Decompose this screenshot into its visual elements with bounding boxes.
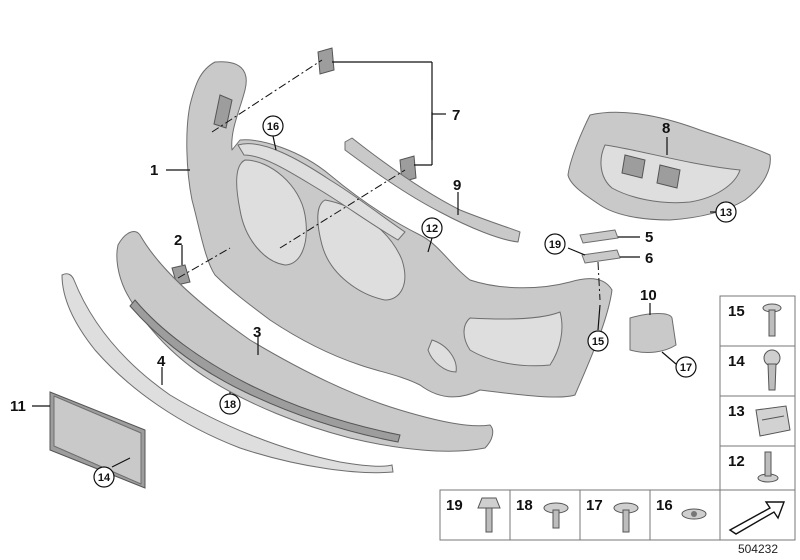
license-plate-base[interactable] — [49, 391, 146, 489]
fastener-box-19: 19 — [439, 489, 511, 541]
svg-text:16: 16 — [656, 497, 673, 514]
grille-carrier-frame[interactable] — [237, 143, 406, 241]
callout-12: 12 — [421, 217, 443, 239]
callout-15: 15 — [587, 330, 609, 352]
leader-lines — [32, 59, 716, 468]
callout-13: 13 — [715, 201, 737, 223]
svg-text:16: 16 — [267, 121, 279, 133]
svg-text:18: 18 — [516, 497, 533, 514]
bolt-icon — [543, 502, 569, 529]
reference-number: 504232 — [737, 542, 778, 556]
screw-icon — [763, 349, 781, 391]
label-9: 9 — [453, 177, 461, 194]
svg-text:19: 19 — [549, 239, 561, 251]
label-1: 1 — [150, 162, 158, 179]
support-frame[interactable] — [567, 111, 771, 221]
svg-text:17: 17 — [586, 497, 603, 514]
fastener-box-14: 14 — [719, 345, 796, 397]
chrome-trim-strip[interactable] — [61, 273, 394, 474]
svg-text:19: 19 — [446, 497, 463, 514]
lower-spoiler[interactable] — [116, 231, 494, 452]
label-10: 10 — [640, 287, 657, 304]
bracket-6[interactable] — [581, 249, 621, 264]
label-2: 2 — [174, 232, 182, 249]
bolt-icon — [477, 497, 501, 533]
label-8: 8 — [662, 120, 670, 137]
fastener-box-12: 12 — [719, 445, 796, 491]
screw-icon — [757, 451, 779, 483]
screw-icon — [762, 303, 782, 337]
bracket-5[interactable] — [579, 229, 619, 244]
svg-text:13: 13 — [728, 403, 745, 420]
nut-icon — [681, 508, 707, 520]
clip-nut-icon — [755, 405, 791, 437]
fastener-box-18: 18 — [509, 489, 581, 541]
fastener-box-16: 16 — [649, 489, 721, 541]
callout-18: 18 — [219, 393, 241, 415]
callout-17: 17 — [675, 356, 697, 378]
label-4: 4 — [157, 353, 166, 370]
direction-arrow-icon — [728, 501, 786, 535]
svg-text:12: 12 — [426, 223, 438, 235]
upper-support-strip[interactable] — [344, 137, 521, 243]
fastener-box-15: 15 — [719, 295, 796, 347]
bracket-upper[interactable] — [317, 47, 335, 75]
fastener-box-13: 13 — [719, 395, 796, 447]
side-bracket[interactable] — [629, 313, 677, 353]
svg-text:14: 14 — [728, 353, 745, 370]
svg-text:12: 12 — [728, 453, 745, 470]
label-11: 11 — [10, 398, 26, 415]
label-6: 6 — [645, 250, 653, 267]
svg-text:14: 14 — [98, 472, 111, 484]
label-3: 3 — [253, 324, 261, 341]
fastener-box-17: 17 — [579, 489, 651, 541]
svg-text:17: 17 — [680, 362, 692, 374]
callout-16: 16 — [262, 115, 284, 137]
label-7: 7 — [452, 107, 460, 124]
svg-text:13: 13 — [720, 207, 732, 219]
bolt-icon — [613, 502, 639, 533]
svg-text:18: 18 — [224, 399, 236, 411]
callout-19: 19 — [544, 233, 566, 255]
svg-text:15: 15 — [592, 336, 604, 348]
svg-text:15: 15 — [728, 303, 745, 320]
orientation-arrow-box — [719, 489, 796, 541]
callout-14: 14 — [93, 466, 115, 488]
label-5: 5 — [645, 229, 653, 246]
